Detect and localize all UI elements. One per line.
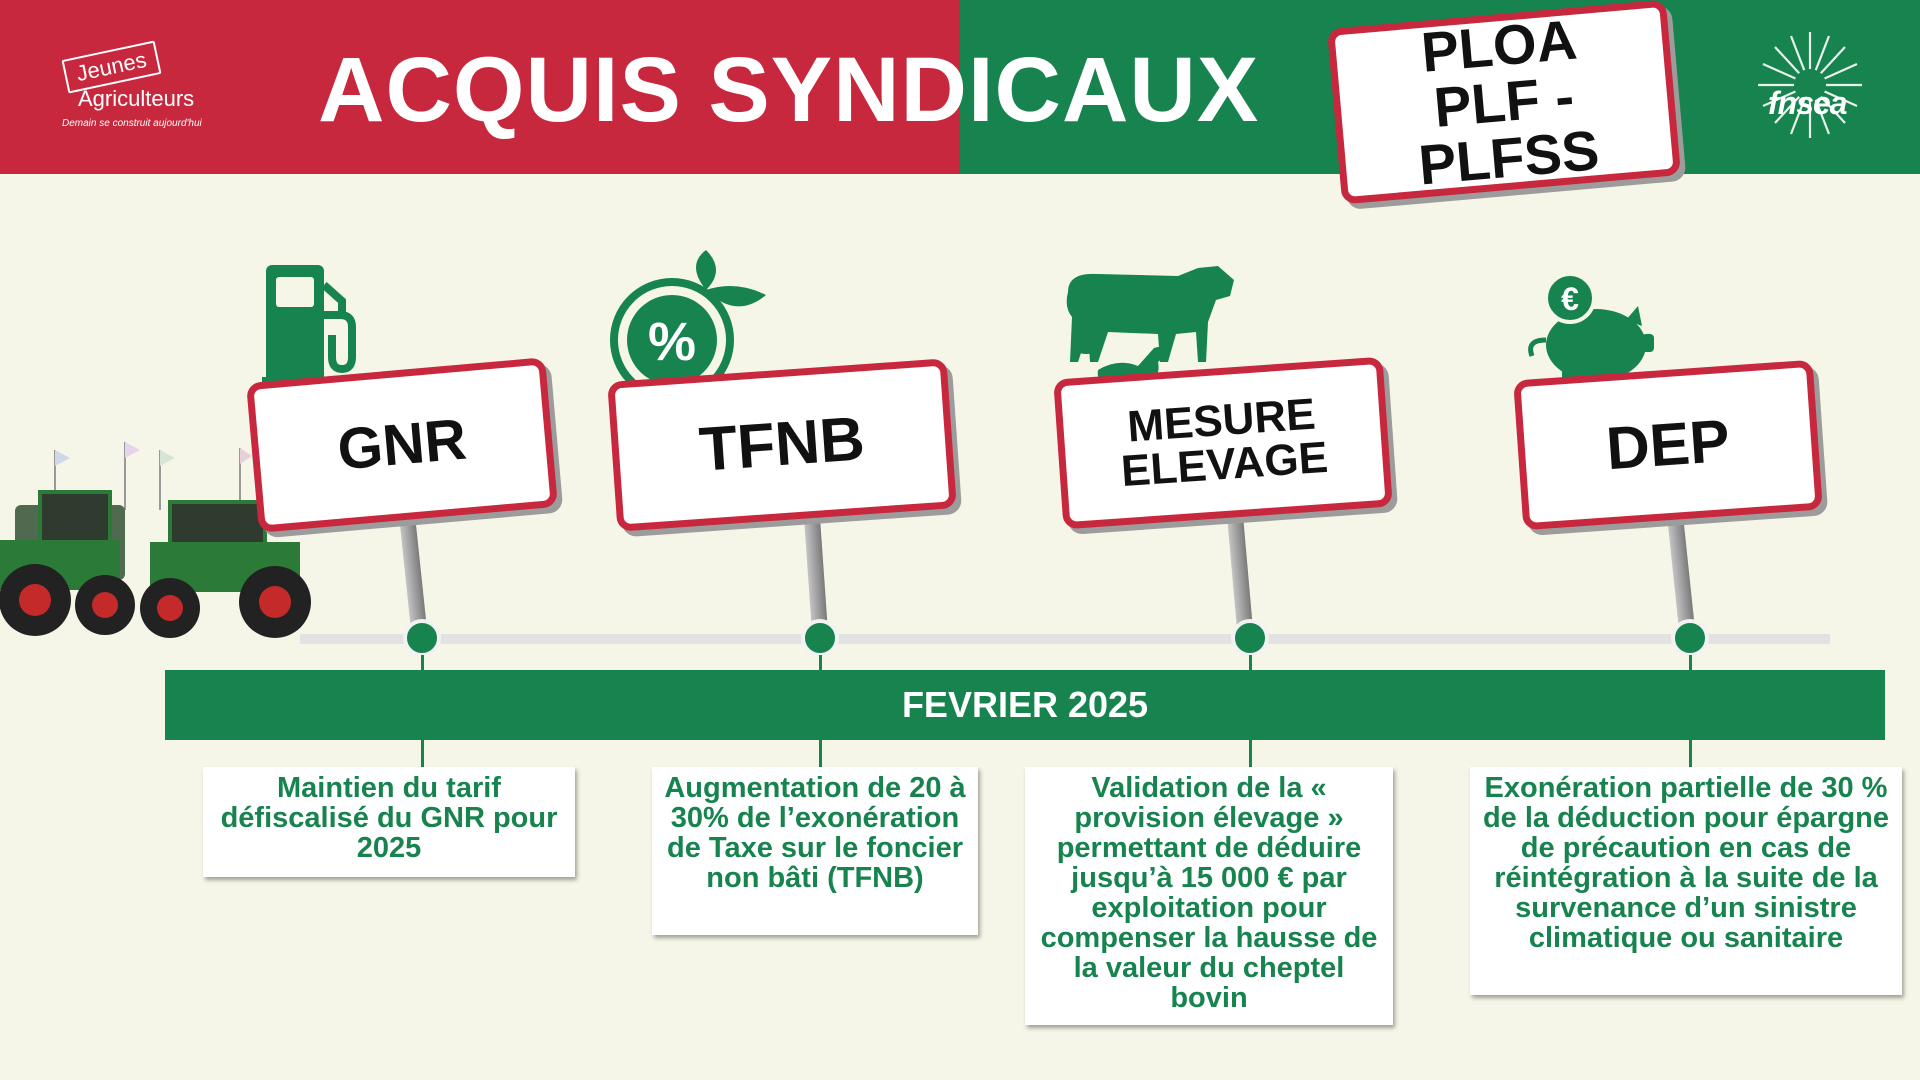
sign-gnr-label: GNR	[334, 406, 469, 483]
description-tfnb: Augmentation de 20 à 30% de l’exonératio…	[652, 767, 978, 935]
ploa-sign: PLOA PLF - PLFSS	[1326, 0, 1682, 205]
timeline-dot-elevage	[1231, 619, 1269, 657]
svg-text:%: %	[648, 312, 696, 372]
tfnb-sign-pole	[803, 514, 829, 636]
timeline-dot-gnr	[403, 619, 441, 657]
sign-tfnb-label: TFNB	[697, 404, 867, 485]
ploa-sign-line2: PLF - PLFSS	[1416, 64, 1602, 197]
percent-leaf-icon: %	[610, 250, 766, 400]
jeunes-agriculteurs-logo: Jeunes Agriculteurs Demain se construit …	[60, 40, 220, 140]
sign-dep-label: DEP	[1604, 406, 1732, 483]
connector-top-gnr	[421, 655, 424, 670]
connector-bottom-tfnb	[819, 740, 822, 768]
elevage-sign-pole	[1226, 509, 1254, 636]
date-bar: FEVRIER 2025	[165, 670, 1885, 740]
connector-bottom-elevage	[1249, 740, 1252, 768]
gnr-sign-pole	[398, 509, 428, 636]
description-dep: Exonération partielle de 30 % de la dédu…	[1470, 767, 1902, 995]
timeline-line	[300, 634, 1830, 644]
header-red-band	[0, 0, 960, 174]
connector-bottom-dep	[1689, 740, 1692, 768]
connector-top-dep	[1689, 655, 1692, 670]
connector-top-tfnb	[819, 655, 822, 670]
sign-mesure-elevage: MESURE ELEVAGE	[1053, 356, 1393, 530]
connector-bottom-gnr	[421, 740, 424, 768]
connector-top-elevage	[1249, 655, 1252, 670]
description-elevage: Validation de la « provision élevage » p…	[1025, 767, 1393, 1025]
fnsea-sun-icon	[1758, 32, 1862, 138]
logo-agriculteurs-text: Agriculteurs	[78, 86, 195, 111]
logo-slogan: Demain se construit aujourd'hui	[62, 118, 202, 129]
date-label: FEVRIER 2025	[901, 684, 1149, 725]
sign-dep: DEP	[1513, 359, 1823, 531]
piggy-bank-euro-icon: €	[1528, 272, 1654, 388]
dep-sign-pole	[1666, 509, 1696, 636]
fnsea-logo-text: fnsea	[1768, 85, 1848, 121]
page-title: ACQUIS SYNDICAUX	[318, 39, 1260, 141]
tractors-icon	[0, 442, 311, 638]
sign-gnr: GNR	[246, 357, 558, 533]
description-gnr: Maintien du tarif défiscalisé du GNR pou…	[203, 767, 575, 877]
sign-elevage-line2: ELEVAGE	[1119, 432, 1330, 497]
timeline-dot-dep	[1671, 619, 1709, 657]
svg-text:€: €	[1561, 281, 1579, 317]
timeline-dot-tfnb	[801, 619, 839, 657]
sign-tfnb: TFNB	[607, 358, 957, 532]
